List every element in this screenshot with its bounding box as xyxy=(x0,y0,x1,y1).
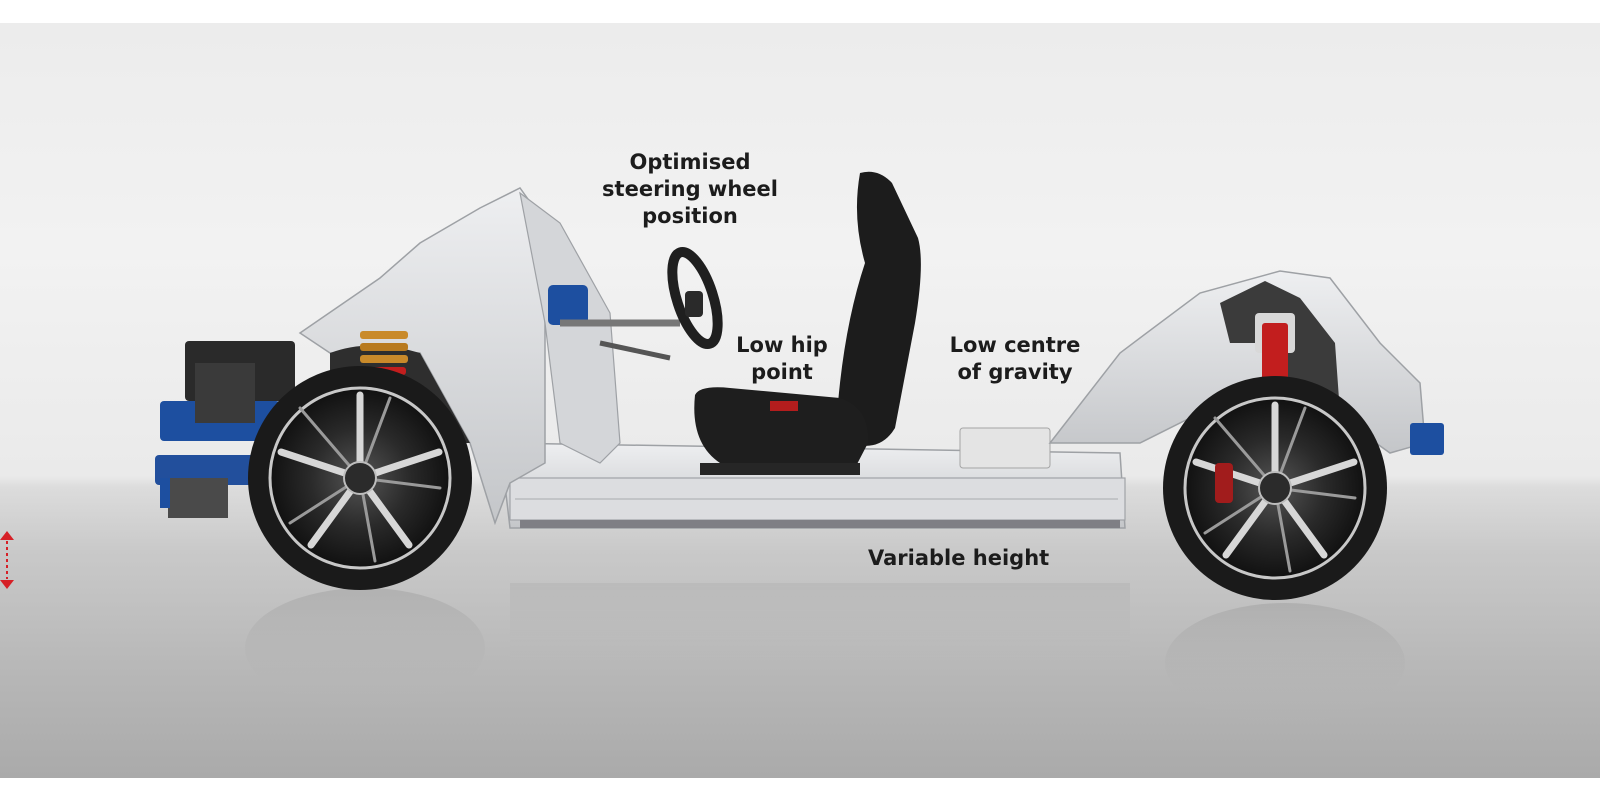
floor-reflection xyxy=(245,583,1405,723)
variable-height-arrow-icon xyxy=(0,531,14,589)
callout-line: Low centre xyxy=(949,333,1081,357)
car-platform-photo: Optimised steering wheel position Low hi… xyxy=(0,23,1600,778)
callout-line: steering wheel xyxy=(602,177,778,201)
callout-line: of gravity xyxy=(957,360,1073,384)
callout-variable-height: Variable height xyxy=(868,546,1050,570)
rear-wheel xyxy=(1163,376,1387,600)
platform-floor xyxy=(499,427,1126,529)
steering-assembly xyxy=(548,247,723,361)
callout-low-hip-point: Low hip point xyxy=(712,332,852,386)
callout-line: Optimised xyxy=(629,150,751,174)
callout-line: point xyxy=(751,360,813,384)
callout-steering-wheel-position: Optimised steering wheel position xyxy=(580,149,800,230)
callout-line: position xyxy=(642,204,738,228)
callout-low-centre-of-gravity: Low centre of gravity xyxy=(935,332,1095,386)
chassis-illustration xyxy=(155,171,1444,723)
driver-seat xyxy=(694,171,921,475)
callout-line: Low hip xyxy=(736,333,828,357)
front-wheel xyxy=(248,366,472,590)
